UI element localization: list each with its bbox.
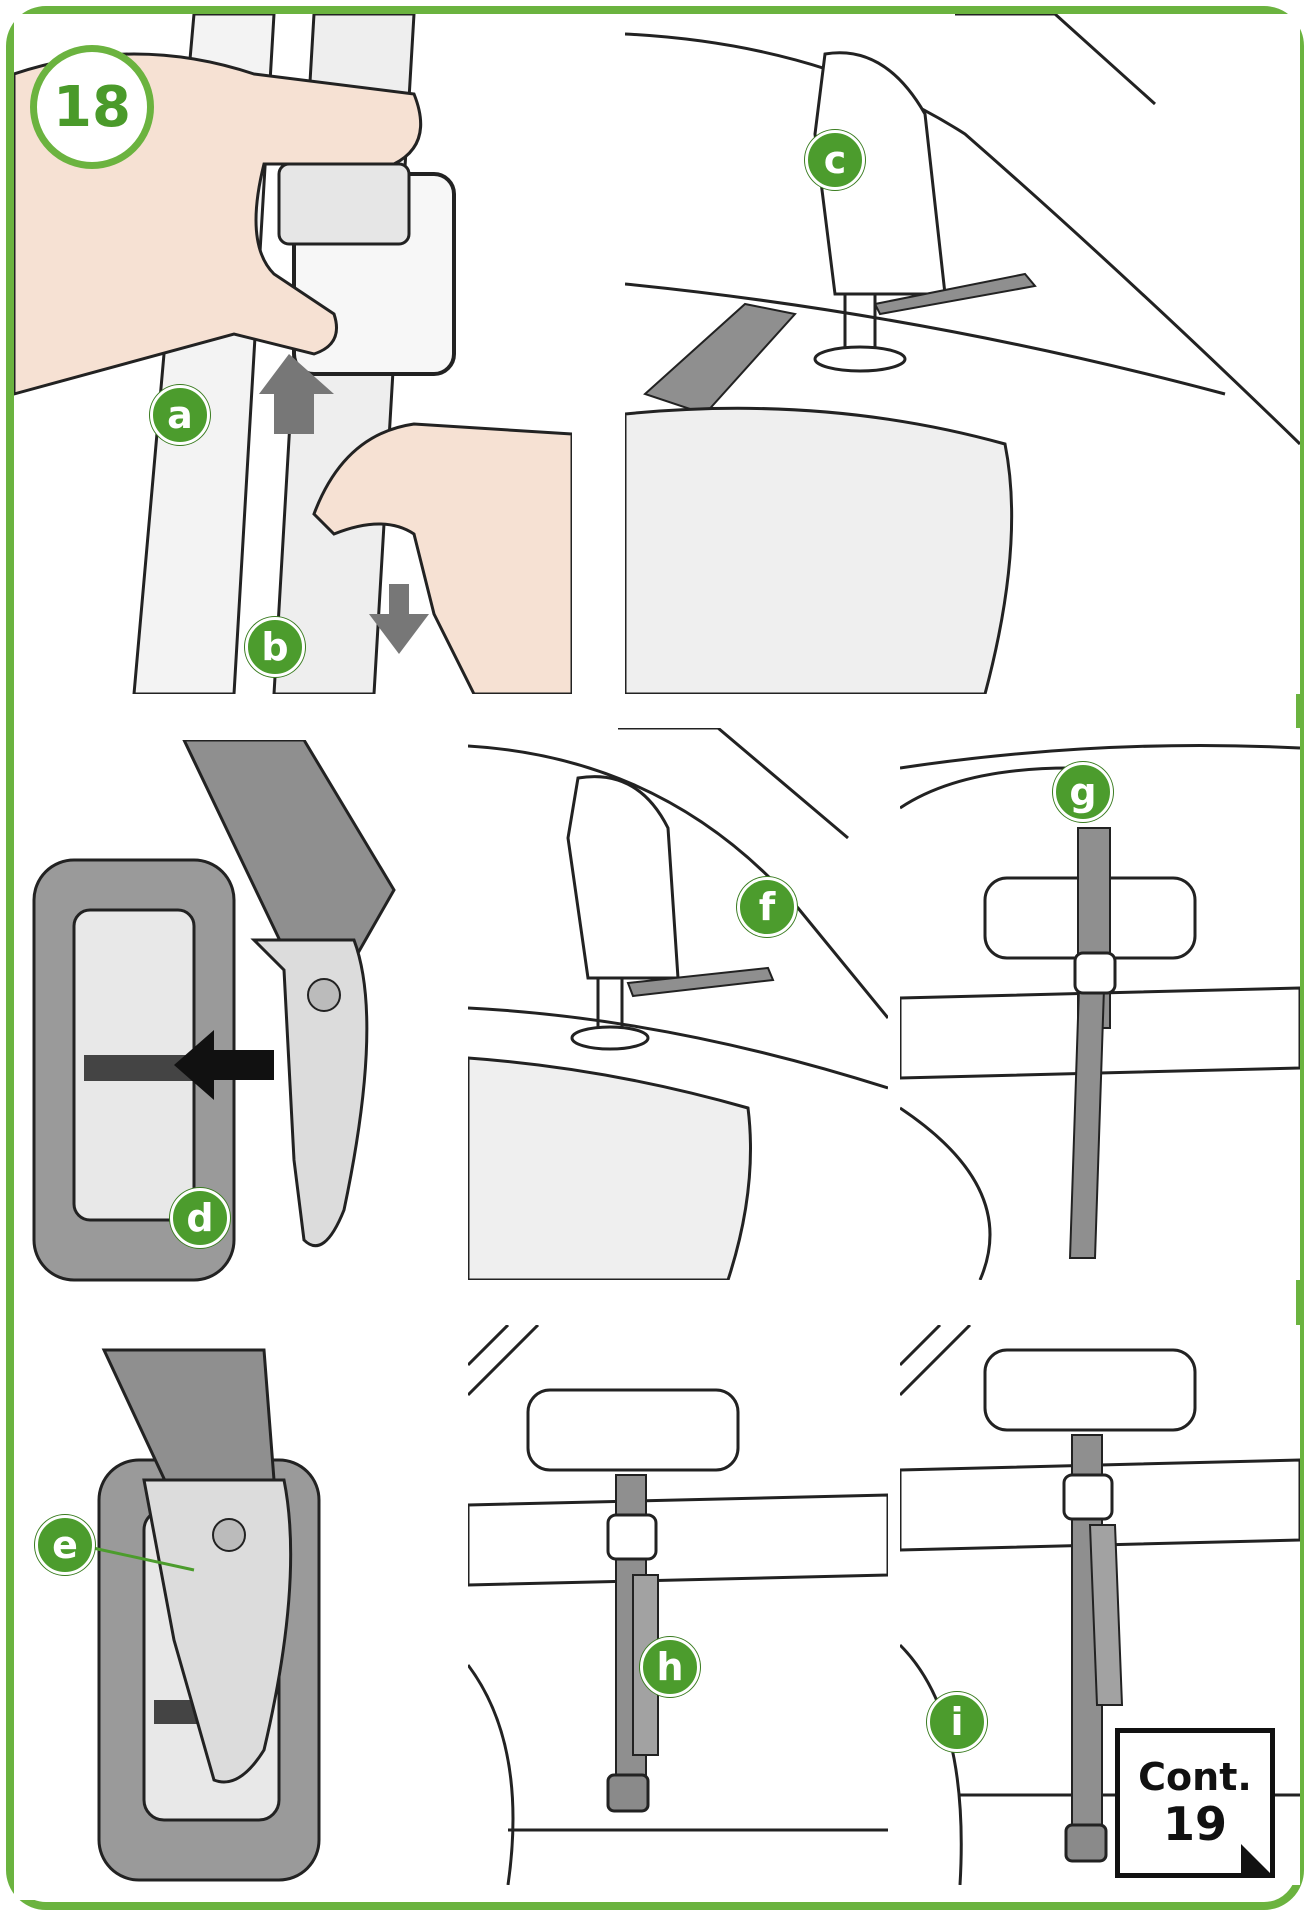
panel-clip-locked bbox=[14, 1340, 434, 1900]
panel-headrest-top bbox=[625, 14, 1300, 694]
continue-step-number: 19 bbox=[1162, 1796, 1227, 1851]
page-curl-icon bbox=[1241, 1844, 1275, 1878]
panel-strap-tightened bbox=[468, 1325, 888, 1885]
marker-c: c bbox=[805, 130, 865, 190]
headrest-side-illustration bbox=[468, 728, 888, 1280]
marker-i: i bbox=[927, 1692, 987, 1752]
strap-final-illustration bbox=[900, 1325, 1300, 1885]
marker-a: a bbox=[150, 385, 210, 445]
step-number-badge: 18 bbox=[30, 45, 154, 169]
marker-h: h bbox=[640, 1637, 700, 1697]
strap-tightened-illustration bbox=[468, 1325, 888, 1885]
panel-headrest-side bbox=[468, 728, 888, 1280]
marker-g: g bbox=[1053, 762, 1113, 822]
belt-adjust-illustration bbox=[14, 14, 572, 694]
marker-b: b bbox=[245, 617, 305, 677]
continue-label: Cont. bbox=[1138, 1754, 1252, 1799]
marker-e: e bbox=[35, 1515, 95, 1575]
page-frame bbox=[6, 6, 1304, 1910]
clip-insert-illustration bbox=[32, 740, 396, 1282]
panel-belt-adjust bbox=[14, 14, 572, 694]
clip-locked-illustration bbox=[83, 1348, 321, 1882]
continue-note: Cont. 19 bbox=[1115, 1728, 1275, 1878]
strap-rear-illustration bbox=[900, 744, 1300, 1280]
marker-d: d bbox=[170, 1188, 230, 1248]
marker-f: f bbox=[737, 877, 797, 937]
panel-strap-rear bbox=[900, 728, 1300, 1280]
headrest-top-illustration bbox=[625, 14, 1300, 694]
panel-clip-insert bbox=[14, 740, 434, 1310]
